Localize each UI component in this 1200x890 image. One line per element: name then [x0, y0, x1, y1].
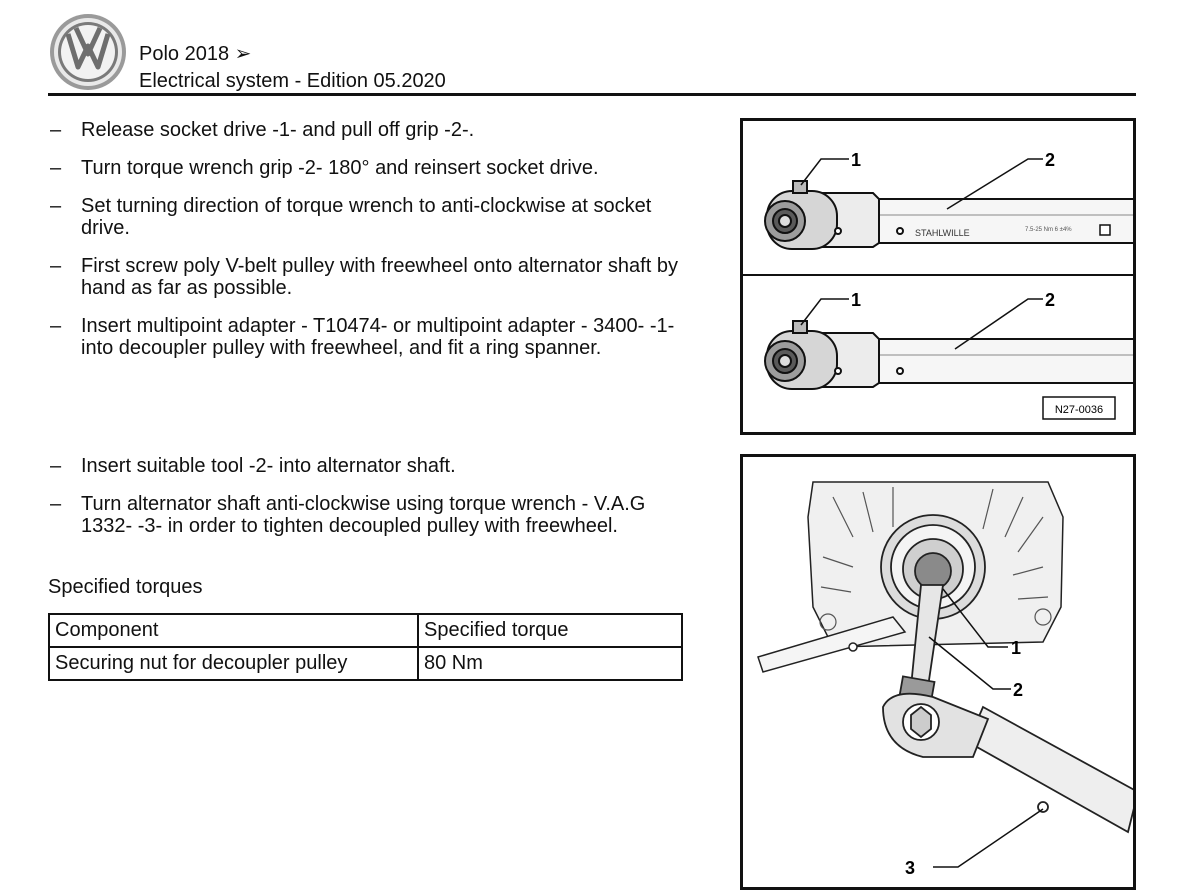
- list-item: –Insert multipoint adapter - T10474- or …: [48, 315, 688, 359]
- step-text: Turn alternator shaft anti-clockwise usi…: [81, 493, 646, 537]
- torque-wrench-figure: STAHLWILLE 7.5-25 Nm 6 ±4% 1 2 1 2: [740, 118, 1136, 435]
- step-text: Insert suitable tool -2- into alternator…: [81, 455, 456, 477]
- table-header-row: Component Specified torque: [48, 613, 683, 648]
- specified-torques-title: Specified torques: [48, 576, 203, 598]
- dash-bullet: –: [50, 195, 62, 217]
- dash-bullet: –: [50, 157, 62, 179]
- table-row: Securing nut for decoupler pulley 80 Nm: [48, 646, 683, 681]
- list-item: –Turn alternator shaft anti-clockwise us…: [48, 493, 688, 537]
- dash-bullet: –: [50, 119, 62, 141]
- step-text: First screw poly V-belt pulley with free…: [81, 255, 678, 299]
- callout-3: 3: [905, 858, 915, 878]
- torque-table: Component Specified torque Securing nut …: [48, 613, 683, 681]
- list-item: –Insert suitable tool -2- into alternato…: [48, 455, 688, 477]
- dash-bullet: –: [50, 493, 62, 515]
- instruction-list-2: –Insert suitable tool -2- into alternato…: [48, 455, 688, 553]
- torque-wrench-illustration: STAHLWILLE 7.5-25 Nm 6 ±4% 1 2 1 2: [743, 150, 1133, 420]
- model-title: Polo 2018 ➢: [139, 43, 252, 65]
- list-item: –Release socket drive -1- and pull off g…: [48, 119, 688, 141]
- header-specified-torque: Specified torque: [417, 613, 683, 648]
- scale-fine-print: 7.5-25 Nm 6 ±4%: [1025, 227, 1072, 233]
- list-item: –Set turning direction of torque wrench …: [48, 195, 688, 239]
- callout-1: 1: [1011, 638, 1021, 658]
- callout-1-lower: 1: [851, 290, 861, 310]
- vw-logo-icon: [48, 12, 128, 92]
- cell-torque: 80 Nm: [417, 646, 683, 681]
- edition-title: Electrical system - Edition 05.2020: [139, 70, 446, 92]
- header-component: Component: [48, 613, 419, 648]
- page-header: Polo 2018 ➢ Electrical system - Edition …: [139, 41, 446, 95]
- dash-bullet: –: [50, 455, 62, 477]
- header-divider: [48, 93, 1136, 96]
- brand-label: STAHLWILLE: [915, 228, 970, 238]
- dash-bullet: –: [50, 315, 62, 337]
- alternator-illustration: 1 2 3: [757, 481, 1133, 878]
- alternator-figure: 1 2 3: [740, 454, 1136, 890]
- figure-reference: N27-0036: [1055, 404, 1103, 416]
- list-item: –First screw poly V-belt pulley with fre…: [48, 255, 688, 299]
- instruction-list-1: –Release socket drive -1- and pull off g…: [48, 119, 688, 375]
- callout-2: 2: [1045, 150, 1055, 170]
- callout-2: 2: [1013, 680, 1023, 700]
- step-text: Turn torque wrench grip -2- 180° and rei…: [81, 157, 599, 179]
- callout-2-lower: 2: [1045, 290, 1055, 310]
- cell-component: Securing nut for decoupler pulley: [48, 646, 419, 681]
- list-item: –Turn torque wrench grip -2- 180° and re…: [48, 157, 688, 179]
- step-text: Insert multipoint adapter - T10474- or m…: [81, 315, 675, 359]
- dash-bullet: –: [50, 255, 62, 277]
- step-text: Set turning direction of torque wrench t…: [81, 195, 652, 239]
- step-text: Release socket drive -1- and pull off gr…: [81, 119, 475, 141]
- callout-1: 1: [851, 150, 861, 170]
